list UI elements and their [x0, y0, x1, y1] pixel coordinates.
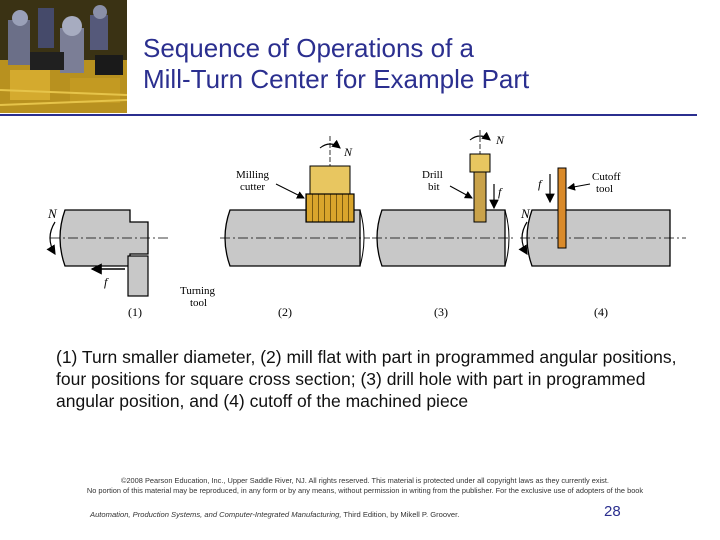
step-label-2: (2) — [278, 305, 292, 319]
cutoff-tool-label-1: Cutoff — [592, 171, 621, 183]
step-label-1: (1) — [128, 305, 142, 319]
stage-2-milling: N Milling cutter (2) — [220, 136, 370, 319]
book-title: Automation, Production Systems, and Comp… — [90, 510, 342, 519]
mill-turn-diagram: N f Turning tool (1) N Milling cutter (2… — [46, 130, 686, 319]
feed-label-3: f — [498, 185, 503, 199]
milling-cutter-pointer — [275, 183, 305, 199]
page-number: 28 — [604, 503, 621, 520]
rotation-arrow-3 — [469, 131, 491, 141]
step-label-3: (3) — [434, 305, 448, 319]
milling-cutter-label-1: Milling — [236, 169, 270, 181]
circuit-board-image — [0, 0, 127, 113]
copyright-notice: ©2008 Pearson Education, Inc., Upper Sad… — [40, 476, 690, 496]
title-line-2: Mill-Turn Center for Example Part — [143, 64, 530, 94]
drill-bit — [473, 171, 487, 223]
copyright-line-2: No portion of this material may be repro… — [86, 486, 644, 495]
drill-bit-pointer — [449, 185, 473, 199]
turning-tool — [127, 255, 149, 297]
book-citation: Automation, Production Systems, and Comp… — [90, 510, 550, 519]
operations-caption: (1) Turn smaller diameter, (2) mill flat… — [56, 347, 677, 411]
spindle-2 — [309, 165, 351, 195]
workpiece-3-end — [504, 209, 510, 267]
turning-tool-label-1: Turning — [180, 285, 216, 297]
title-divider — [0, 114, 697, 116]
milling-cutter-label-2: cutter — [240, 181, 265, 193]
drill-bit-label-2: bit — [428, 181, 440, 193]
circuit-board-photo — [0, 0, 127, 113]
rotation-arrow-4 — [518, 221, 528, 256]
step-label-4: (4) — [594, 305, 608, 319]
rotation-label-4: N — [520, 206, 531, 221]
copyright-line-1: ©2008 Pearson Education, Inc., Upper Sad… — [121, 476, 609, 485]
stage-4-cutoff: N f Cutoff tool (4) — [518, 167, 686, 319]
cutoff-tool-label-2: tool — [596, 183, 613, 195]
rotation-label-2: N — [343, 145, 353, 159]
feed-label-1: f — [104, 275, 109, 289]
slide-title: Sequence of Operations of a Mill-Turn Ce… — [143, 33, 703, 95]
spindle-3 — [469, 153, 491, 173]
rotation-label-3: N — [495, 133, 505, 147]
drill-bit-label-1: Drill — [422, 169, 443, 181]
turning-tool-label-2: tool — [190, 297, 207, 309]
stage-1-turning: N f Turning tool (1) — [46, 206, 216, 319]
milling-cutter — [305, 193, 355, 223]
cutoff-tool-pointer — [567, 182, 591, 191]
feed-label-4: f — [538, 177, 543, 191]
book-edition: Third Edition, by Mikell P. Groover. — [341, 510, 460, 519]
stage-3-drilling: N f Drill bit (3) — [372, 130, 515, 319]
rotation-label-1: N — [47, 206, 58, 221]
rotation-arrow-1 — [46, 221, 56, 256]
cutoff-tool — [557, 167, 567, 249]
title-line-1: Sequence of Operations of a — [143, 33, 475, 63]
